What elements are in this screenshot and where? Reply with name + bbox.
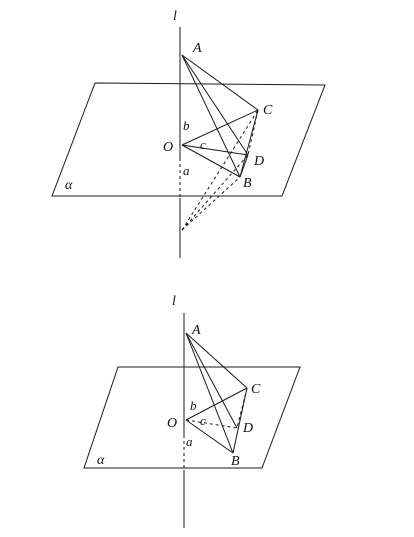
label-D: D: [242, 421, 253, 436]
edge-CD: [247, 109, 259, 156]
label-l: l: [172, 294, 176, 309]
plane-alpha: [83, 366, 301, 469]
label-C: C: [251, 382, 261, 397]
edge-OC: [185, 387, 248, 421]
label-alpha: α: [65, 178, 73, 193]
label-O: O: [163, 140, 173, 155]
label-D: D: [253, 154, 264, 169]
label-c: c: [200, 137, 206, 152]
edge-lower-D: [181, 154, 249, 231]
label-A: A: [191, 323, 201, 338]
edge-CD: [236, 387, 248, 429]
edge-DB: [239, 154, 249, 178]
edge-AD: [185, 332, 238, 429]
edge-AC: [181, 54, 259, 111]
label-a: a: [183, 163, 190, 178]
edge-OD: [185, 419, 238, 429]
edge-AB: [181, 54, 241, 178]
edge-AD: [181, 54, 249, 156]
edge-OB: [185, 419, 234, 454]
edge-OD: [181, 144, 249, 156]
label-b: b: [183, 118, 190, 133]
label-a: a: [186, 434, 193, 449]
edge-CB: [232, 387, 248, 454]
edge-OB: [181, 144, 241, 178]
label-alpha: α: [97, 453, 105, 468]
label-O: O: [167, 416, 177, 431]
label-C: C: [263, 103, 273, 118]
figure-top: l A C b O c D a B α: [51, 9, 326, 258]
edge-CB: [239, 109, 259, 178]
plane-alpha: [51, 82, 326, 197]
label-B: B: [231, 454, 240, 469]
edge-OC: [181, 109, 259, 146]
edge-AB: [185, 332, 234, 454]
figure-bottom: l A C b O c D a B α: [83, 294, 301, 528]
label-l: l: [173, 9, 177, 24]
label-b: b: [190, 398, 197, 413]
edge-AC: [185, 332, 248, 389]
label-B: B: [243, 176, 252, 191]
label-c: c: [200, 413, 206, 428]
label-A: A: [192, 41, 202, 56]
edge-lower-B: [181, 176, 241, 231]
